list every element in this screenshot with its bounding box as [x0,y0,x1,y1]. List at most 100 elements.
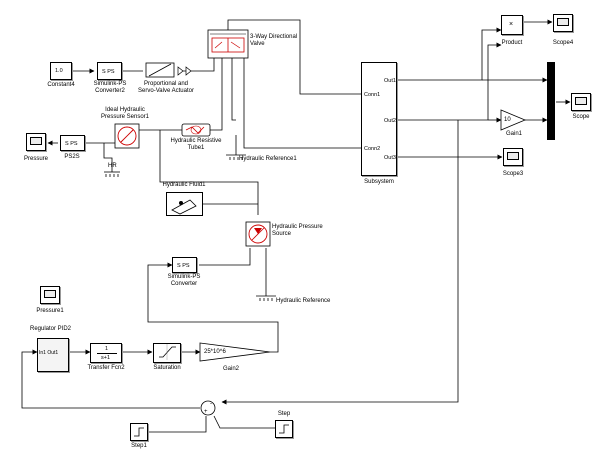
hydraulic-reference1-label: Hydraulic Reference1 [239,156,297,162]
gain1-value: 10 [504,117,511,123]
mux-bar[interactable] [547,62,555,140]
product-label: Product [501,40,523,46]
wire-servo-to-valve [178,58,215,72]
wire-valve-to-ref1 [231,58,236,121]
subsystem-port-out1: Out1 [384,78,396,84]
wire-out2-to-product [487,42,502,120]
pressure-scope-screen [30,137,42,145]
reference-ground-icons [104,154,276,301]
saturation-icon [159,344,176,360]
step-block[interactable] [275,420,293,438]
pressure-scope-label: Pressure [23,156,49,162]
servo-label-2: Servo-Valve Actuator [138,88,194,94]
wire-conn2 [243,100,361,149]
wire-step1-to-sum [148,416,207,433]
resistive-tube-label-1: Hydraulic Resistive [170,138,222,144]
pressure-source-label-2: Source [272,231,292,237]
scope-screen [575,97,587,105]
transfer-fcn-label: Transfer Fcn2 [87,365,125,371]
constant4-label: Constant4 [47,82,75,88]
scope4-screen [557,18,569,26]
hydraulic-reference-label: Hydraulic Reference [276,298,331,304]
hydraulic-fluid-icon [171,199,197,215]
pressure-sensor-label-1: Ideal Hydraulic [105,107,145,113]
sps-converter2-label-1: Simulink-PS [93,81,127,87]
scope3-screen [507,152,519,160]
gain1-triangle[interactable] [500,109,527,131]
wire-gain2-to-sps [147,262,279,353]
subsystem-port-conn1: Conn1 [364,92,381,98]
transfer-fcn-block[interactable]: 1 s+1 [90,343,122,363]
pid-title: Regulator PID2 [30,326,72,332]
pressure-source-icon [245,221,271,247]
wire-node-to-source [159,130,259,215]
pid-ports: In1 Out1 [39,350,59,356]
wire-valve-to-conn1 [227,19,361,95]
ps2s-block[interactable]: S PS [60,135,85,151]
sps-converter2-block[interactable]: S PS [97,62,122,80]
constant4-block[interactable]: 1.0 [50,62,72,80]
valve-label-2: Valve [250,41,265,47]
subsystem-port-out2: Out2 [384,118,396,124]
transfer-fcn-den: s+1 [101,355,111,361]
pressure1-scope-label: Pressure1 [36,308,64,314]
ps2s-label: PS2S [64,154,80,160]
scope-block[interactable] [571,93,591,111]
wire-sum-to-pid [21,349,200,409]
constant4-value: 1.0 [55,68,63,74]
transfer-fcn-num: 1 [105,346,109,352]
sps-converter-label-1: Simulink-PS [167,274,201,280]
servo-actuator-icon [145,62,192,78]
wire-out1-to-product [397,27,502,81]
step1-icon [134,427,144,437]
scope4-block[interactable] [553,14,573,32]
scope4-label: Scope4 [552,40,574,46]
scope-label: Scope [572,114,590,120]
subsystem-label: Subsystem [364,179,394,185]
sum-minus: - [210,401,212,407]
pressure1-scope-screen [44,290,56,298]
pressure-sensor-label-2: Pressure Sensor1 [100,114,150,120]
servo-label-1: Proportional and [143,81,189,87]
step1-block[interactable] [130,423,148,441]
gain2-value: 25*10^6 [204,349,226,355]
directional-valve-icon [207,29,249,59]
wire-feedback-to-sum [221,120,459,405]
resistive-tube-label-2: Tube1 [187,145,205,151]
ps2s-text: S PS [65,141,78,147]
wire-sensor-to-hr [103,143,113,172]
pressure-sensor-icon [114,123,140,149]
resistive-tube-icon [181,123,211,137]
wire-valve-to-tube [210,58,223,131]
sps-converter-label-2: Converter [170,281,198,287]
scope3-block[interactable] [503,148,523,166]
sps-converter2-text: S PS [102,69,115,75]
hydraulic-fluid1-block[interactable] [166,192,203,216]
gain2-triangle[interactable] [199,342,271,362]
step-label: Step [277,411,291,417]
sps-converter-block[interactable]: S PS [172,257,197,273]
pressure-scope-block[interactable] [26,133,46,151]
pid-block[interactable]: In1 Out1 [37,338,69,372]
saturation-block[interactable] [153,343,181,363]
product-symbol: × [509,21,514,28]
subsystem-port-conn2: Conn2 [364,146,381,152]
step1-label: Step1 [131,443,147,449]
product-block[interactable]: × [501,15,523,35]
saturation-label: Saturation [153,365,181,371]
sum-block[interactable] [200,400,216,416]
wire-step-to-sum [213,415,275,429]
sps-converter-text: S PS [177,263,190,269]
gain1-label: Gain1 [505,131,523,137]
scope3-label: Scope3 [502,171,524,177]
sum-plus: + [204,409,208,415]
pressure-source-label-1: Hydraulic Pressure [272,224,323,230]
sps-converter2-label-2: Converter2 [95,88,125,94]
hydraulic-fluid1-label: Hydraulic Fluid1 [162,182,206,188]
pressure1-scope-block[interactable] [40,286,60,304]
subsystem-block[interactable]: Conn1 Conn2 Out1 Out2 Out3 [361,62,397,176]
gain2-label: Gain2 [222,366,240,372]
wire-sps-to-source [199,248,251,266]
transfer-fcn-fraction-bar [97,353,117,354]
